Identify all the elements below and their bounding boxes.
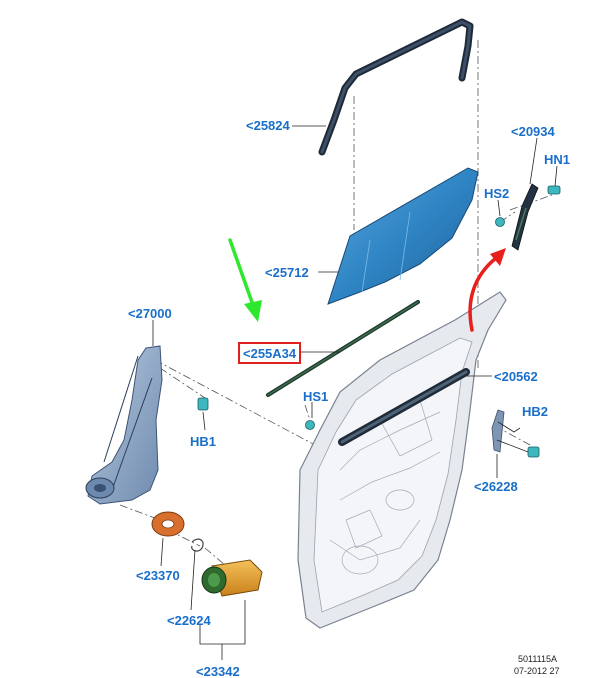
door-inner-panel — [297, 291, 507, 629]
door-glass — [327, 167, 479, 305]
window-regulator — [85, 345, 163, 505]
callout-20934: <20934 — [511, 124, 555, 139]
callout-hs1: HS1 — [303, 389, 329, 404]
callout-hs2: HS2 — [484, 186, 510, 201]
regulator-washer — [151, 511, 185, 537]
fastener-hn1 — [547, 185, 561, 195]
callout-20562: <20562 — [494, 369, 538, 384]
callout-hb1: HB1 — [190, 434, 217, 449]
lower-rear-bracket — [491, 409, 505, 453]
fasteners — [197, 185, 561, 458]
callout-hb2: HB2 — [522, 404, 549, 419]
retaining-clip — [191, 538, 204, 552]
regulator-motor — [201, 559, 263, 597]
leader-lines — [152, 125, 558, 660]
belt-weatherstrip — [266, 300, 420, 397]
fastener-hs2 — [495, 217, 505, 227]
callout-hn1: HN1 — [544, 152, 571, 167]
fastener-hs1 — [305, 420, 315, 430]
rear-glass-bracket — [511, 183, 539, 251]
glass-run-channel — [318, 18, 474, 156]
callout-25712: <25712 — [265, 265, 309, 280]
inner-belt-channel — [338, 368, 470, 446]
callout-27000: <27000 — [128, 306, 172, 321]
illustration-date: 07-2012 27 — [514, 666, 560, 676]
callout-25824: <25824 — [246, 118, 290, 133]
callout-23370: <23370 — [136, 568, 180, 583]
callout-26228: <26228 — [474, 479, 518, 494]
callout-255a34-highlighted: <255A34 — [238, 342, 302, 364]
green-pointer-arrow — [228, 238, 262, 322]
illustration-code: 5011115A — [518, 654, 558, 664]
callout-23342: <23342 — [196, 664, 240, 678]
callout-22624: <22624 — [167, 613, 211, 628]
fastener-hb1 — [197, 397, 209, 411]
red-curved-arrow — [468, 248, 506, 332]
fastener-hb2 — [527, 446, 540, 458]
